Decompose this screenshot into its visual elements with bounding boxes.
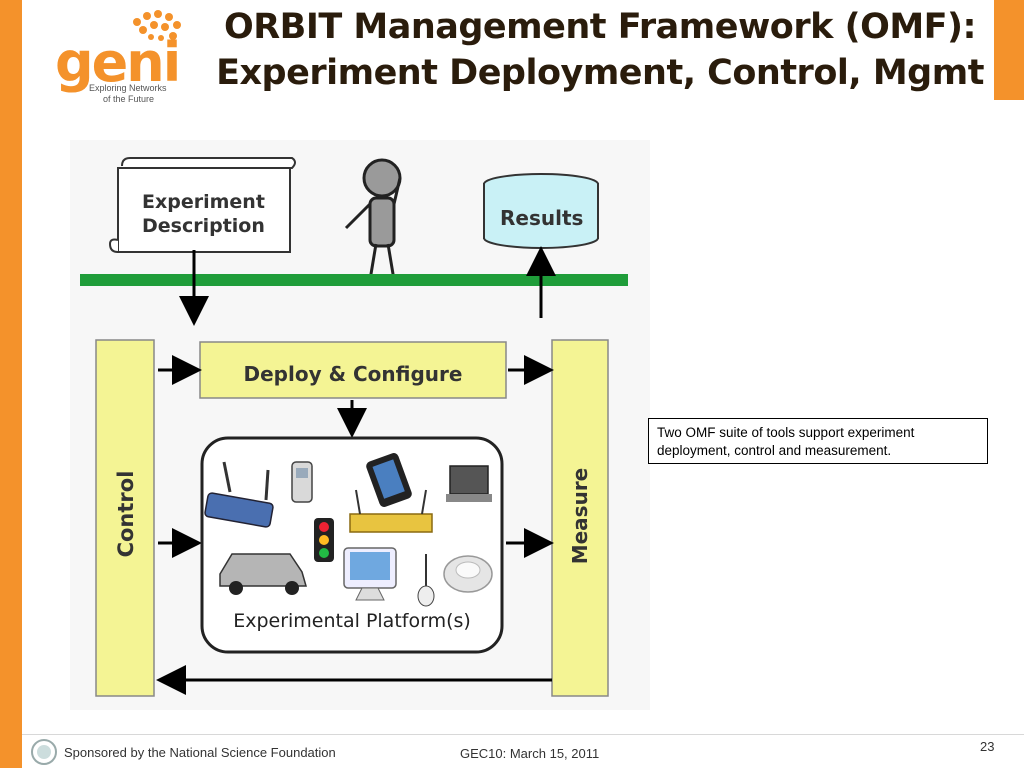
green-bus-bar — [80, 274, 628, 286]
car-icon — [219, 553, 307, 595]
logo-tagline-1: Exploring Networks — [89, 83, 167, 93]
header-band — [22, 0, 1024, 100]
callout-box: Two OMF suite of tools support experimen… — [648, 418, 988, 464]
results-database — [483, 173, 599, 249]
logo-wordmark: geni — [55, 31, 181, 94]
results-label: Results — [500, 206, 584, 230]
geni-logo: geni Exploring Networks of the Future — [55, 8, 195, 106]
smoke-detector-icon — [443, 555, 493, 593]
traffic-light-icon — [314, 518, 334, 562]
deploy-configure-label: Deploy & Configure — [243, 362, 463, 386]
title-line-2: Experiment Deployment, Control, Mgmt — [216, 53, 984, 93]
page-title: ORBIT Management Framework (OMF): Experi… — [200, 4, 1000, 96]
wireless-router-icon — [204, 461, 274, 528]
page-number: 23 — [980, 739, 995, 754]
experiment-description-line-1: Experiment — [142, 191, 265, 213]
sensor-antenna-icon — [417, 554, 435, 607]
logo-tagline-2: of the Future — [103, 94, 155, 104]
footer-event: GEC10: March 15, 2011 — [460, 746, 600, 761]
logo-tagline: Exploring Networks of the Future — [89, 83, 167, 105]
omf-diagram: Experiment Description Results Deploy & … — [70, 140, 650, 710]
person-icon — [344, 158, 402, 281]
nsf-logo-icon — [31, 739, 57, 765]
experimental-platforms-label: Experimental Platform(s) — [233, 610, 471, 632]
footer-sponsor: Sponsored by the National Science Founda… — [64, 745, 336, 760]
title-line-1: ORBIT Management Framework (OMF): — [223, 7, 977, 47]
control-label: Control — [114, 470, 138, 558]
experiment-description-label: Experiment Description — [142, 190, 265, 238]
imac-icon — [343, 547, 397, 601]
measure-label: Measure — [568, 467, 592, 565]
left-accent-bar — [0, 0, 22, 768]
orbit-node-icon — [349, 489, 433, 533]
logo-dots-icon — [133, 10, 181, 41]
control-column — [95, 339, 155, 697]
measure-column — [551, 339, 609, 697]
diagram-shapes — [80, 157, 628, 697]
laptop-icon — [446, 465, 492, 502]
experiment-description-scroll — [108, 157, 296, 253]
footer-divider — [22, 734, 1024, 735]
right-accent-strip — [994, 0, 1024, 100]
deploy-configure-box — [199, 341, 507, 399]
cellphone-icon — [291, 461, 313, 503]
experiment-description-line-2: Description — [142, 215, 265, 237]
smartphone-icon — [366, 453, 412, 507]
